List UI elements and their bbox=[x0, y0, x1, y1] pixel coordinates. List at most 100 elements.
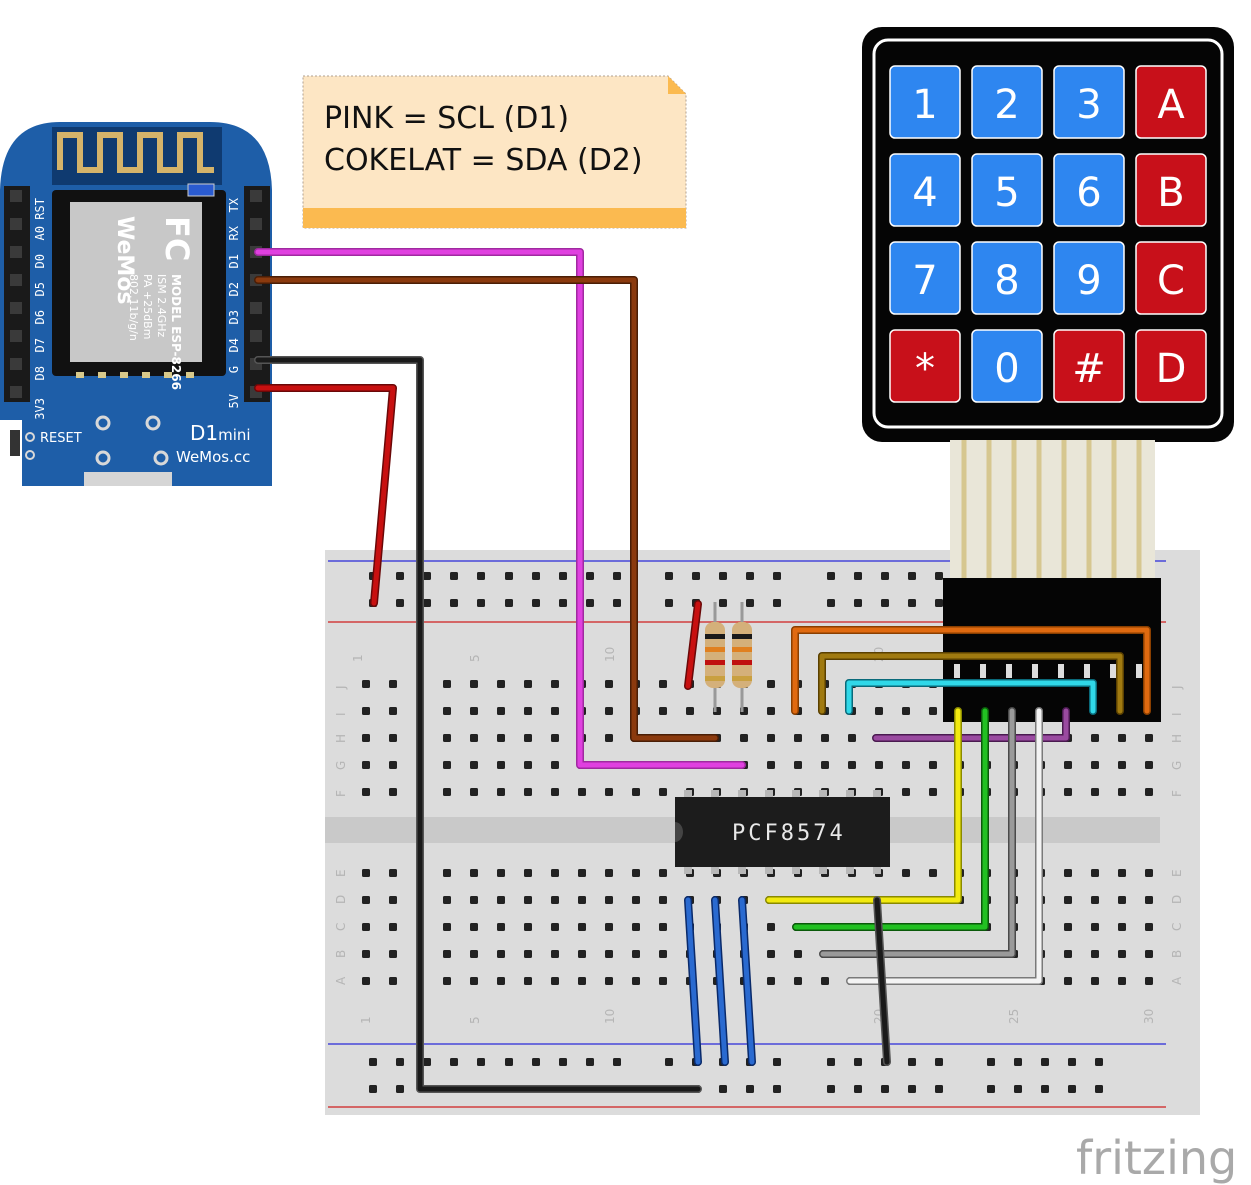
breadboard-hole[interactable] bbox=[389, 707, 397, 715]
breadboard-hole[interactable] bbox=[740, 734, 748, 742]
breadboard-hole[interactable] bbox=[470, 680, 478, 688]
breadboard-hole[interactable] bbox=[443, 896, 451, 904]
breadboard-hole[interactable] bbox=[1064, 923, 1072, 931]
breadboard-hole[interactable] bbox=[362, 680, 370, 688]
breadboard-hole[interactable] bbox=[497, 869, 505, 877]
rail-hole[interactable] bbox=[827, 1085, 835, 1093]
breadboard-hole[interactable] bbox=[524, 950, 532, 958]
breadboard-hole[interactable] bbox=[605, 950, 613, 958]
rail-hole[interactable] bbox=[505, 599, 513, 607]
keypad-key-8[interactable] bbox=[971, 241, 1043, 315]
breadboard-hole[interactable] bbox=[389, 923, 397, 931]
rail-hole[interactable] bbox=[505, 572, 513, 580]
rail-hole[interactable] bbox=[450, 572, 458, 580]
rail-hole[interactable] bbox=[719, 572, 727, 580]
breadboard-hole[interactable] bbox=[794, 734, 802, 742]
breadboard-hole[interactable] bbox=[470, 923, 478, 931]
rail-hole[interactable] bbox=[396, 599, 404, 607]
breadboard-hole[interactable] bbox=[659, 950, 667, 958]
rail-hole[interactable] bbox=[423, 572, 431, 580]
breadboard-hole[interactable] bbox=[902, 788, 910, 796]
breadboard-hole[interactable] bbox=[767, 707, 775, 715]
breadboard-hole[interactable] bbox=[659, 680, 667, 688]
breadboard-hole[interactable] bbox=[659, 923, 667, 931]
breadboard-hole[interactable] bbox=[632, 950, 640, 958]
breadboard-hole[interactable] bbox=[1091, 923, 1099, 931]
keypad-key-d[interactable] bbox=[1135, 329, 1207, 403]
rail-hole[interactable] bbox=[854, 1058, 862, 1066]
breadboard-hole[interactable] bbox=[632, 788, 640, 796]
breadboard-hole[interactable] bbox=[470, 869, 478, 877]
breadboard-hole[interactable] bbox=[470, 761, 478, 769]
rail-hole[interactable] bbox=[1041, 1085, 1049, 1093]
breadboard-hole[interactable] bbox=[605, 788, 613, 796]
breadboard-hole[interactable] bbox=[551, 680, 559, 688]
rail-hole[interactable] bbox=[773, 572, 781, 580]
breadboard-hole[interactable] bbox=[794, 977, 802, 985]
breadboard-hole[interactable] bbox=[524, 734, 532, 742]
breadboard-hole[interactable] bbox=[443, 923, 451, 931]
rail-hole[interactable] bbox=[1095, 1058, 1103, 1066]
right-header-pin[interactable] bbox=[250, 302, 262, 314]
breadboard-hole[interactable] bbox=[1064, 896, 1072, 904]
rail-hole[interactable] bbox=[477, 599, 485, 607]
breadboard-hole[interactable] bbox=[632, 896, 640, 904]
breadboard-hole[interactable] bbox=[551, 977, 559, 985]
rail-hole[interactable] bbox=[908, 1058, 916, 1066]
breadboard-hole[interactable] bbox=[1091, 869, 1099, 877]
rail-hole[interactable] bbox=[613, 1058, 621, 1066]
breadboard-hole[interactable] bbox=[443, 950, 451, 958]
breadboard-hole[interactable] bbox=[767, 761, 775, 769]
breadboard-hole[interactable] bbox=[497, 896, 505, 904]
breadboard-hole[interactable] bbox=[470, 950, 478, 958]
breadboard-hole[interactable] bbox=[632, 977, 640, 985]
breadboard-hole[interactable] bbox=[821, 977, 829, 985]
breadboard-hole[interactable] bbox=[470, 977, 478, 985]
breadboard-hole[interactable] bbox=[1145, 869, 1153, 877]
breadboard-hole[interactable] bbox=[578, 977, 586, 985]
rail-hole[interactable] bbox=[1068, 1085, 1076, 1093]
rail-hole[interactable] bbox=[559, 599, 567, 607]
breadboard-hole[interactable] bbox=[578, 869, 586, 877]
rail-hole[interactable] bbox=[586, 572, 594, 580]
rail-hole[interactable] bbox=[477, 572, 485, 580]
left-header-pin[interactable] bbox=[10, 386, 22, 398]
breadboard-hole[interactable] bbox=[551, 707, 559, 715]
breadboard-hole[interactable] bbox=[1145, 923, 1153, 931]
breadboard-hole[interactable] bbox=[578, 896, 586, 904]
breadboard-hole[interactable] bbox=[1145, 950, 1153, 958]
breadboard-hole[interactable] bbox=[1118, 734, 1126, 742]
breadboard-hole[interactable] bbox=[659, 977, 667, 985]
rail-hole[interactable] bbox=[881, 599, 889, 607]
breadboard-hole[interactable] bbox=[524, 788, 532, 796]
left-header-pin[interactable] bbox=[10, 190, 22, 202]
left-header-pin[interactable] bbox=[10, 330, 22, 342]
breadboard-hole[interactable] bbox=[902, 761, 910, 769]
rail-hole[interactable] bbox=[854, 1085, 862, 1093]
keypad-key-1[interactable] bbox=[889, 65, 961, 139]
breadboard-hole[interactable] bbox=[524, 869, 532, 877]
breadboard-hole[interactable] bbox=[362, 977, 370, 985]
left-header-pin[interactable] bbox=[10, 302, 22, 314]
right-header-pin[interactable] bbox=[250, 190, 262, 202]
breadboard-hole[interactable] bbox=[875, 707, 883, 715]
keypad-key-3[interactable] bbox=[1053, 65, 1125, 139]
keypad-key-4[interactable] bbox=[889, 153, 961, 227]
breadboard-hole[interactable] bbox=[1118, 761, 1126, 769]
breadboard-hole[interactable] bbox=[497, 788, 505, 796]
breadboard-hole[interactable] bbox=[470, 707, 478, 715]
breadboard-hole[interactable] bbox=[1064, 761, 1072, 769]
breadboard-hole[interactable] bbox=[551, 869, 559, 877]
breadboard-hole[interactable] bbox=[497, 680, 505, 688]
breadboard-hole[interactable] bbox=[1091, 977, 1099, 985]
breadboard-hole[interactable] bbox=[470, 896, 478, 904]
breadboard-hole[interactable] bbox=[659, 896, 667, 904]
breadboard-hole[interactable] bbox=[1145, 977, 1153, 985]
breadboard-hole[interactable] bbox=[605, 734, 613, 742]
breadboard-hole[interactable] bbox=[1091, 788, 1099, 796]
rail-hole[interactable] bbox=[935, 1085, 943, 1093]
breadboard-hole[interactable] bbox=[443, 707, 451, 715]
rail-hole[interactable] bbox=[423, 599, 431, 607]
rail-hole[interactable] bbox=[987, 1085, 995, 1093]
rail-hole[interactable] bbox=[827, 599, 835, 607]
